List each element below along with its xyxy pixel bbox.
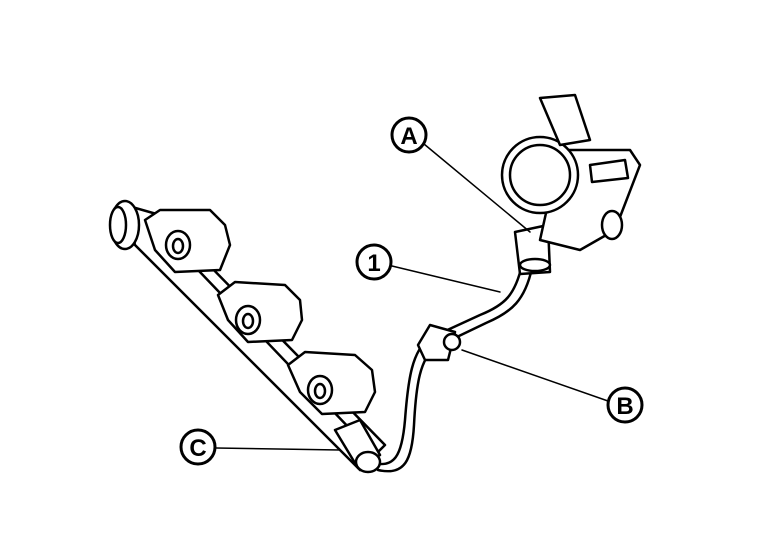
- injector-boss-2: [216, 280, 304, 344]
- callout-1: 1: [355, 243, 393, 281]
- leader-lines: [215, 143, 609, 451]
- svg-text:1: 1: [367, 250, 380, 277]
- svg-text:A: A: [400, 123, 417, 150]
- injector-boss-3: [286, 350, 377, 416]
- callout-c: C: [179, 428, 217, 466]
- high-pressure-pump: [500, 93, 642, 252]
- injector-boss-1: [143, 208, 232, 274]
- callout-b: B: [606, 386, 644, 424]
- fuel-pipe: [368, 263, 534, 473]
- svg-text:C: C: [189, 435, 206, 462]
- svg-text:B: B: [616, 393, 633, 420]
- fitting-c: [333, 418, 382, 474]
- fitting-b: [416, 323, 462, 362]
- callout-a: A: [390, 116, 428, 154]
